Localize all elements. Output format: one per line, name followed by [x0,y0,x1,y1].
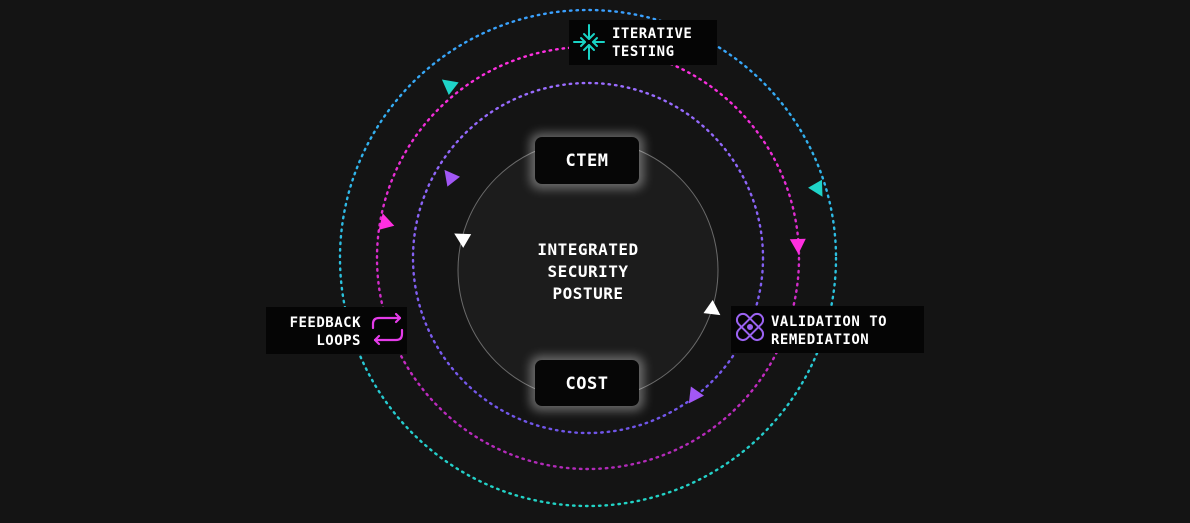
feedback-loops-label: FEEDBACK LOOPS [266,307,407,354]
inner-ring [411,81,765,435]
center-label: INTEGRATED SECURITY POSTURE [537,240,638,303]
validation-line-2: REMEDIATION [771,332,869,348]
arrow-outer-right [808,179,823,197]
arrow-outer-top-left [441,79,459,95]
feedback-loops-line-1: FEEDBACK [290,315,362,331]
cost-box: COST [530,356,644,411]
validation-remediation-label: VALIDATION TO REMEDIATION [731,306,924,353]
center-label-line-1: INTEGRATED [537,240,638,259]
arrow-middle-right [789,238,806,254]
center-label-line-2: SECURITY [547,262,628,281]
cost-label: COST [566,374,609,394]
iterative-testing-label: ITERATIVE TESTING [569,20,717,65]
center-label-line-3: POSTURE [553,284,624,303]
validation-line-1: VALIDATION TO [771,314,887,330]
direction-arrows [378,79,823,404]
iterative-testing-line-2: TESTING [612,44,675,60]
arrows-converge-icon [573,24,605,60]
crossed-bands-icon [735,312,765,342]
ctem-label: CTEM [566,151,609,171]
arrow-center-left [454,233,472,248]
arrow-center-right [703,300,721,316]
arrow-inner-top-left [444,169,460,187]
iterative-testing-line-1: ITERATIVE [612,26,692,42]
arrow-inner-bottom-right [688,386,704,404]
feedback-loops-line-2: LOOPS [316,333,361,349]
loop-arrows-icon [371,312,404,346]
outer-ring [338,8,838,508]
arrow-middle-left [378,213,395,230]
ctem-box: CTEM [530,133,644,189]
